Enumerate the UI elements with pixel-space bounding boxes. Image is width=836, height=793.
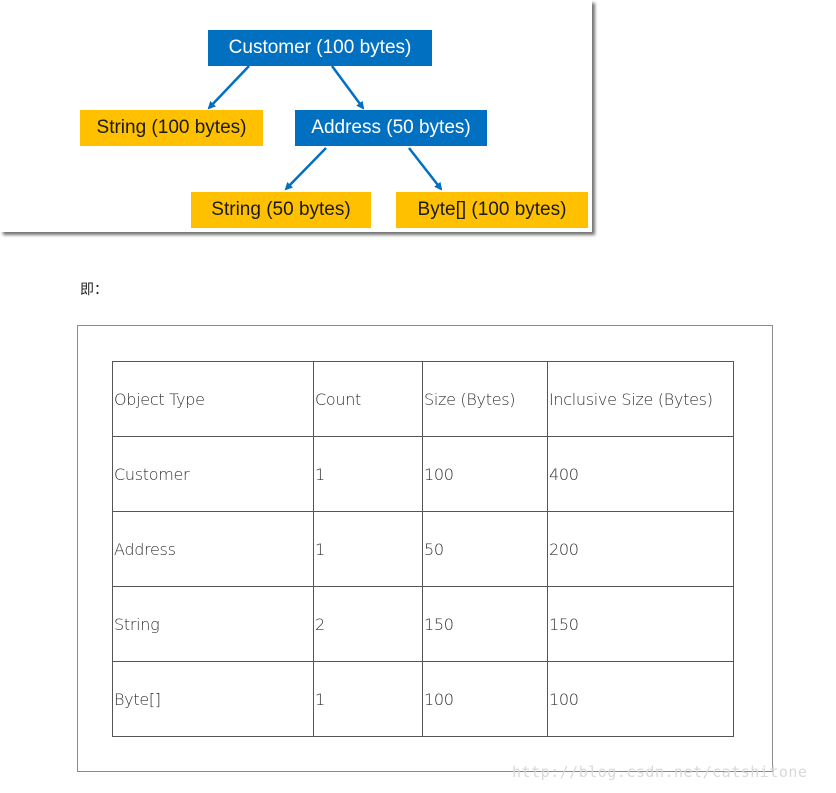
object-size-table: Object Type Count Size (Bytes) Inclusive…	[112, 361, 734, 737]
caption-text: 即：	[80, 282, 108, 298]
cell-inclusive-size: 100	[547, 661, 734, 737]
table-row: String 2 150 150	[112, 586, 734, 662]
object-graph-diagram: Customer (100 bytes) String (100 bytes) …	[0, 0, 592, 232]
header-inclusive-size: Inclusive Size (Bytes)	[547, 361, 734, 437]
diagram-edges	[207, 65, 443, 191]
table-row: Byte[] 1 100 100	[112, 661, 734, 737]
cell-count: 1	[313, 436, 423, 512]
cell-object-type: Address	[112, 511, 314, 587]
edge-address-string	[284, 147, 327, 191]
node-string-100: String (100 bytes)	[80, 110, 263, 146]
header-size: Size (Bytes)	[422, 361, 548, 437]
watermark: http://blog.csdn.net/catshitone	[512, 763, 808, 781]
table-header-row: Object Type Count Size (Bytes) Inclusive…	[112, 361, 734, 437]
edge-customer-address	[330, 65, 365, 110]
header-object-type: Object Type	[112, 361, 314, 437]
cell-count: 2	[313, 586, 423, 662]
cell-count: 1	[313, 661, 423, 737]
cell-size: 50	[422, 511, 548, 587]
cell-object-type: Byte[]	[112, 661, 314, 737]
node-string-50: String (50 bytes)	[191, 192, 371, 228]
cell-inclusive-size: 200	[547, 511, 734, 587]
cell-object-type: String	[112, 586, 314, 662]
cell-object-type: Customer	[112, 436, 314, 512]
cell-inclusive-size: 150	[547, 586, 734, 662]
cell-inclusive-size: 400	[547, 436, 734, 512]
node-address: Address (50 bytes)	[295, 110, 487, 146]
table-row: Customer 1 100 400	[112, 436, 734, 512]
cell-size: 100	[422, 661, 548, 737]
cell-size: 100	[422, 436, 548, 512]
edge-address-byte	[408, 147, 443, 191]
edge-customer-string	[207, 65, 250, 110]
cell-size: 150	[422, 586, 548, 662]
node-customer: Customer (100 bytes)	[208, 30, 432, 66]
table-row: Address 1 50 200	[112, 511, 734, 587]
cell-count: 1	[313, 511, 423, 587]
header-count: Count	[313, 361, 423, 437]
node-byte-array: Byte[] (100 bytes)	[396, 192, 588, 228]
